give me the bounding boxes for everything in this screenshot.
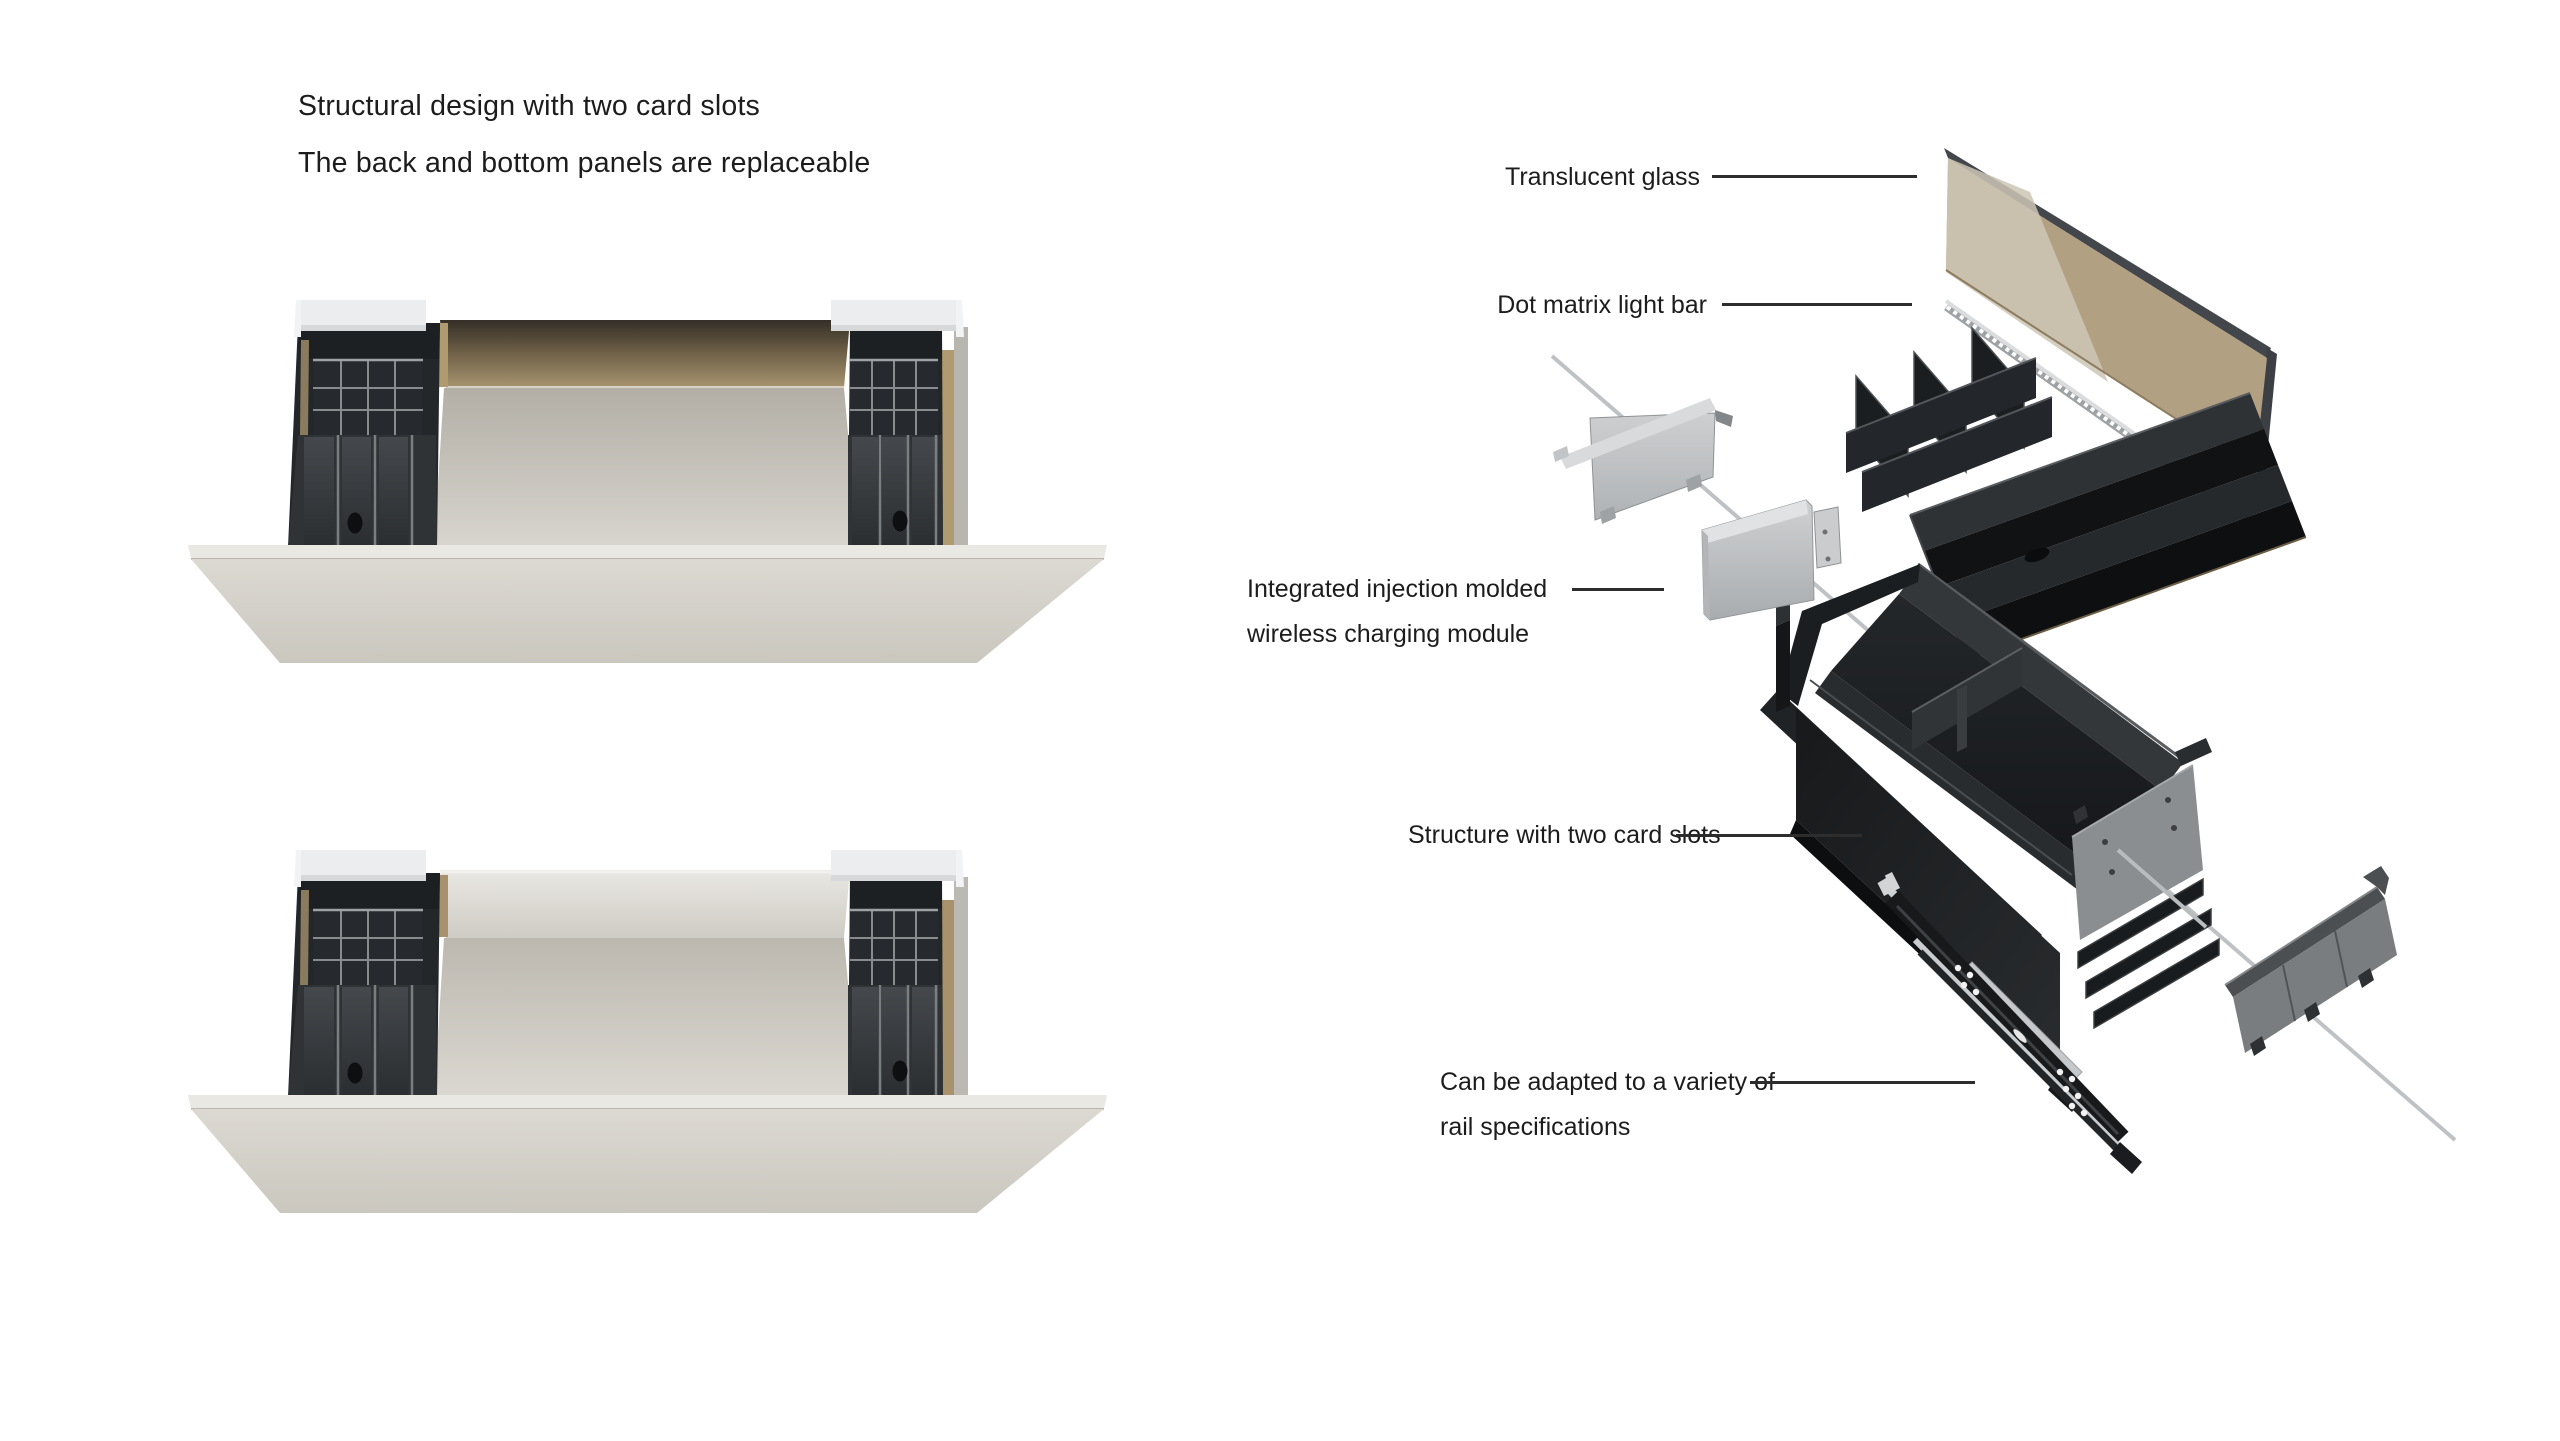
module-bracket xyxy=(1813,506,1842,569)
drawer-structure xyxy=(1760,562,2220,1112)
callout-dot-matrix-light-bar: Dot matrix light bar xyxy=(1447,283,1707,328)
corrugated-tray xyxy=(1909,392,2307,660)
drawer-front-panel xyxy=(188,1095,1107,1213)
glass-edge-sliver-right xyxy=(942,900,954,1095)
drawer-top-illustration xyxy=(188,300,1107,663)
callout-label-line-1: Can be adapted to a variety of xyxy=(1440,1068,1775,1096)
leader-translucent-glass xyxy=(1712,175,1917,178)
callout-wireless-charging-module: Integrated injection molded wireless cha… xyxy=(1247,567,1547,657)
callout-label: Dot matrix light bar xyxy=(1497,291,1707,319)
bottom-panel xyxy=(434,388,858,547)
structure-divider xyxy=(1911,647,2023,752)
card-organizer-left xyxy=(288,323,440,547)
drawer-slide-rail xyxy=(1872,870,2142,1174)
drawer-render-panels-replaced xyxy=(186,845,1108,1217)
callout-label: Structure with two card slots xyxy=(1408,821,1721,849)
corner-cap-left xyxy=(294,850,426,887)
corner-cap-right xyxy=(831,850,964,887)
card-organizer-left xyxy=(288,873,440,1097)
callout-structure-two-card-slots: Structure with two card slots xyxy=(1408,813,1721,858)
card-organizer-right xyxy=(848,323,943,547)
finger-hole-right xyxy=(892,510,908,532)
callout-label-line-2: rail specifications xyxy=(1440,1113,1631,1141)
cable-hole xyxy=(2024,547,2050,563)
back-panel-translucent xyxy=(440,320,850,388)
drawer-front-panel xyxy=(188,545,1107,663)
structure-card-slot-end-cap xyxy=(2071,738,2212,940)
translucent-glass-panel xyxy=(1944,148,2277,478)
back-panel-replaced-gray xyxy=(440,870,850,938)
leader-wireless-charging-module xyxy=(1572,588,1664,591)
card-organizer-right xyxy=(848,873,943,1097)
callout-label: Translucent glass xyxy=(1505,163,1700,191)
leader-dot-matrix-light-bar xyxy=(1722,303,1912,306)
callout-label-line-2: wireless charging module xyxy=(1247,620,1530,648)
corner-cap-right xyxy=(831,300,964,337)
drawer-bottom-illustration xyxy=(188,850,1107,1213)
corner-cap-left xyxy=(294,300,426,337)
exploded-view xyxy=(1550,148,2457,1174)
structure-left-end xyxy=(1780,564,1920,706)
side-wall-right xyxy=(954,877,968,1095)
finger-hole-left xyxy=(347,1062,363,1084)
page-title: Structural design with two card slots Th… xyxy=(298,88,870,202)
structure-front-wall xyxy=(1796,708,2060,1065)
leader-rail-specifications xyxy=(1750,1081,1975,1084)
divider-grid xyxy=(1845,325,2053,512)
glass-edge-sliver-left xyxy=(438,323,448,387)
mounting-bracket xyxy=(1553,398,1733,524)
leader-structure-two-card-slots xyxy=(1676,834,1862,837)
bottom-panel xyxy=(434,938,858,1097)
callout-label-line-1: Integrated injection molded xyxy=(1247,575,1548,603)
structure-interior-floor xyxy=(1831,594,2162,868)
exploded-view-illustration xyxy=(1520,100,2560,1200)
heading-line-2: The back and bottom panels are replaceab… xyxy=(298,147,871,179)
finger-hole-left xyxy=(347,512,363,534)
callout-rail-specifications: Can be adapted to a variety of rail spec… xyxy=(1440,1060,1775,1150)
finger-hole-right xyxy=(892,1060,908,1082)
glass-edge-sliver-left xyxy=(438,875,448,937)
wireless-charging-module-part xyxy=(1701,499,1842,621)
side-wall-right xyxy=(954,327,968,545)
glass-edge-sliver-right xyxy=(942,350,954,545)
back-panel-clip xyxy=(2224,866,2397,1056)
drawer-render-with-back-panel xyxy=(186,295,1108,667)
heading-line-1: Structural design with two card slots xyxy=(298,90,761,122)
callout-translucent-glass: Translucent glass xyxy=(1440,155,1700,200)
structure-card-slot-ribs xyxy=(2077,877,2220,1030)
